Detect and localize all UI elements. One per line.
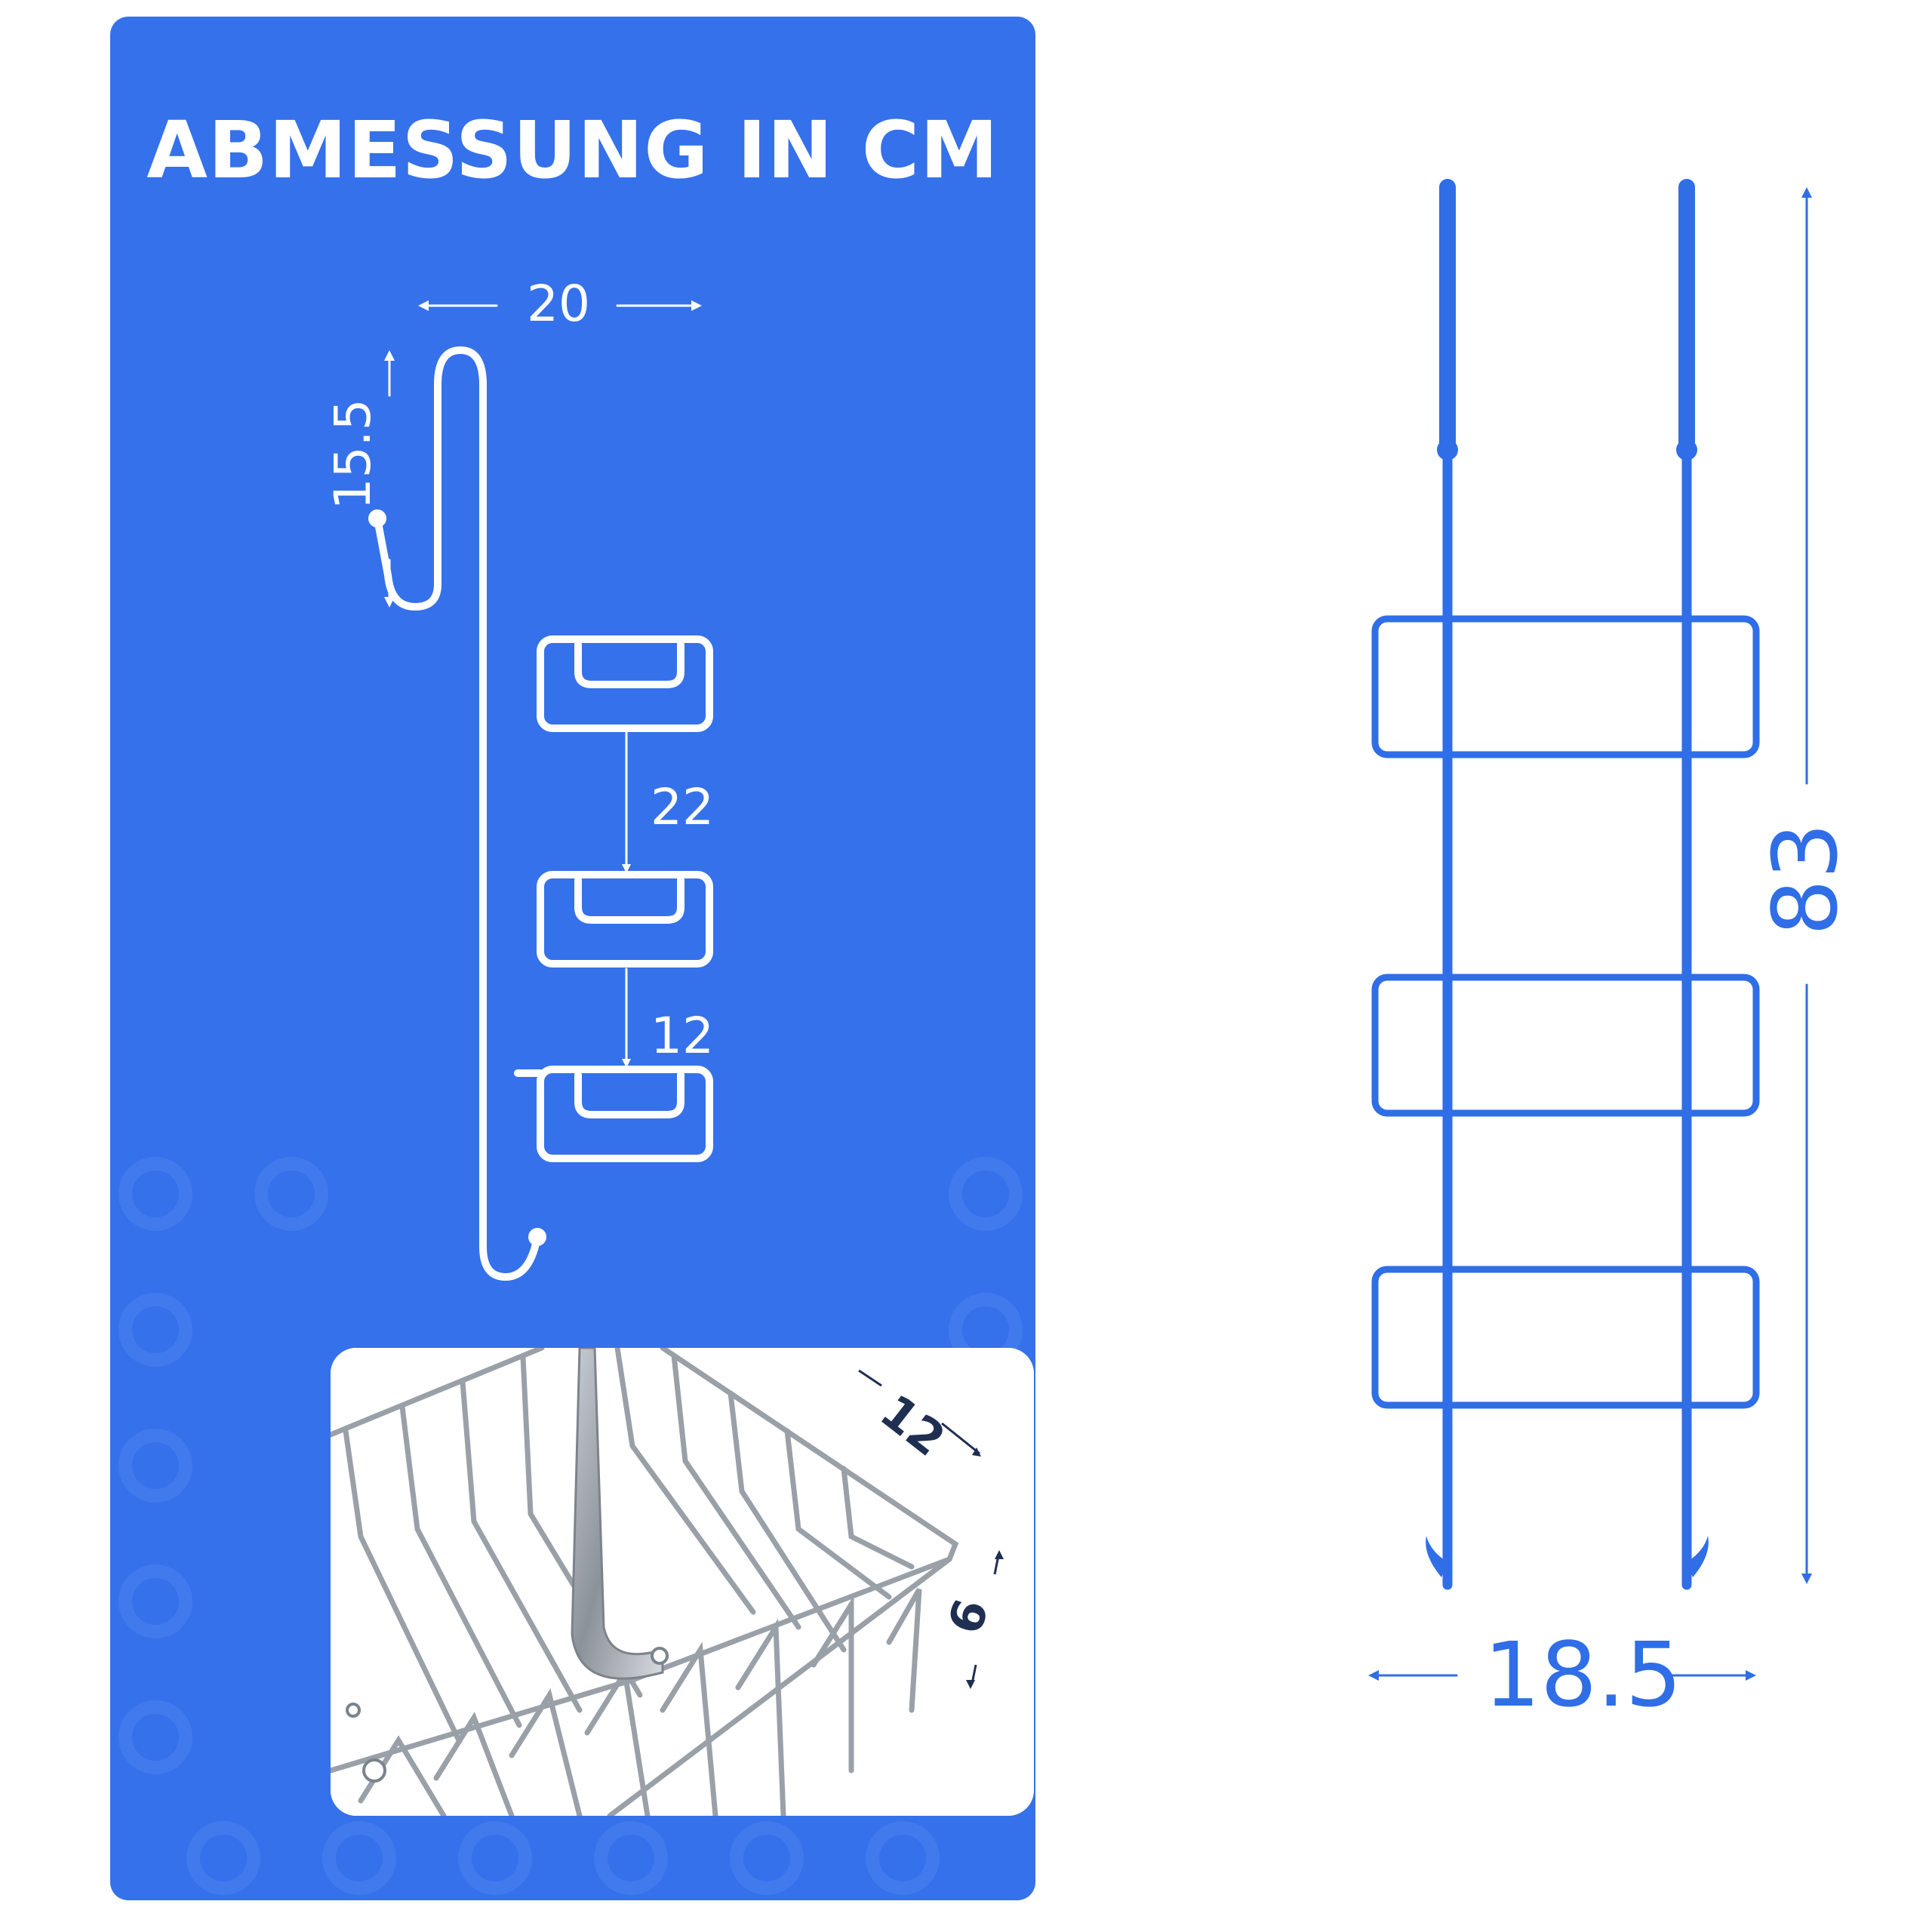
upper-gap-dimension-label: 22	[651, 778, 714, 836]
dimension-panel: ABMESSUNG IN CM	[110, 17, 1035, 1900]
side-view-drawing	[368, 300, 713, 1281]
basket-photo: 12 6	[331, 1348, 1034, 1816]
wire-basket-illustration	[331, 1348, 1034, 1816]
width-dimension-label: 20	[527, 275, 590, 333]
total-height-dimension-label: 83	[1753, 822, 1857, 937]
lower-gap-dimension-label: 12	[651, 1007, 714, 1065]
total-width-dimension-label: 18.5	[1484, 1623, 1682, 1727]
page-title: ABMESSUNG IN CM	[146, 104, 999, 196]
